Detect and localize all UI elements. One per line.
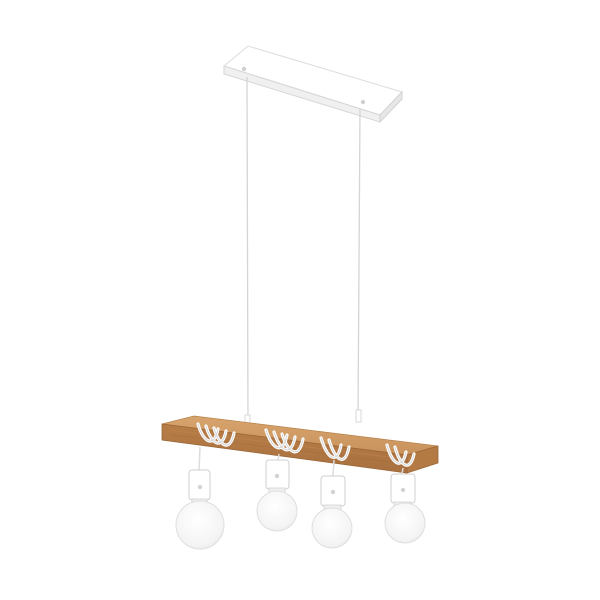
- ceiling-canopy: [222, 45, 403, 124]
- suspension-cables: [244, 76, 362, 428]
- lamp-4: [384, 467, 426, 544]
- lamp-3: [311, 459, 353, 549]
- cable-wrap-outlines: [197, 423, 415, 466]
- lamp-2: [256, 453, 298, 532]
- lamp-1: [175, 446, 225, 550]
